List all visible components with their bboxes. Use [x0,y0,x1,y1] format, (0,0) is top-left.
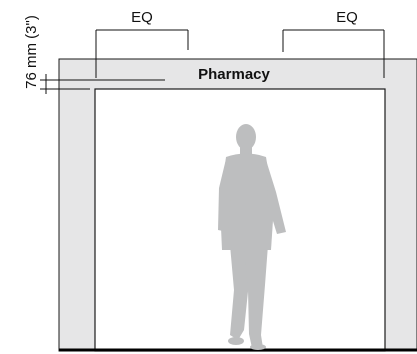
sign-text: Pharmacy [198,66,270,83]
sign-offset-dimension [40,74,165,94]
person-silhouette [218,124,286,350]
right-eq-dimension [282,29,385,78]
left-eq-label: EQ [131,9,153,26]
sign-offset-label: 76 mm (3") [23,15,40,89]
right-eq-label: EQ [336,9,358,26]
left-eq-dimension [95,29,189,78]
